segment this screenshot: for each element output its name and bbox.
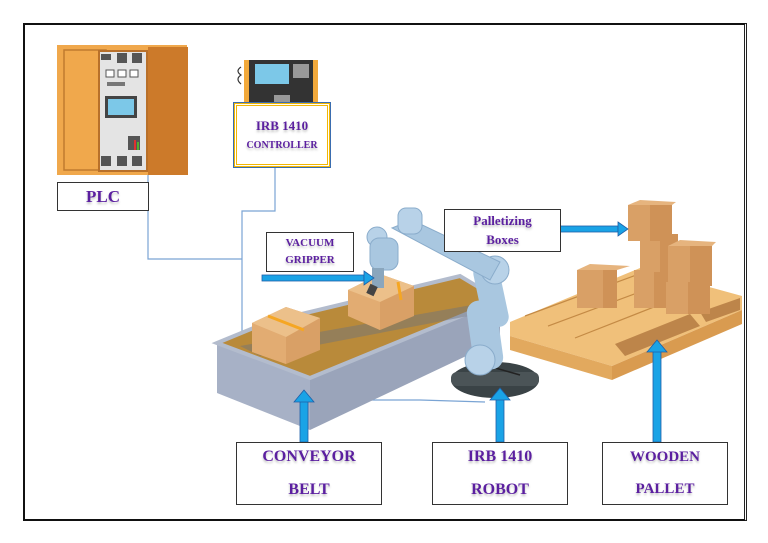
conveyor-belt-label: CONVEYOR BELT: [236, 442, 382, 505]
pointer-arrows: [261, 221, 668, 443]
palletizing-boxes-label: Palletizing Boxes: [444, 209, 561, 252]
conveyor-box-icon: [252, 307, 320, 364]
arrow-robot: [489, 387, 511, 443]
controller-label-line-1: IRB 1410: [255, 117, 309, 133]
conveyor-belt-label-line-2: BELT: [288, 480, 330, 498]
plc-cabinet-icon: [57, 45, 188, 175]
wooden-pallet-label: WOODEN PALLET: [602, 442, 728, 505]
robot-label: IRB 1410 ROBOT: [432, 442, 568, 505]
plc-label: PLC: [57, 182, 149, 211]
controller-device-icon: [237, 60, 318, 102]
arrow-wooden-pallet: [646, 339, 668, 443]
wooden-pallet-label-line-2: PALLET: [635, 480, 695, 497]
controller-label: IRB 1410 CONTROLLER: [233, 102, 331, 168]
arrow-vacuum-gripper: [261, 270, 375, 286]
robot-label-line-2: ROBOT: [471, 480, 529, 498]
controller-label-line-2: CONTROLLER: [246, 139, 318, 151]
wooden-pallet-label-line-1: WOODEN: [629, 449, 700, 466]
vacuum-gripper-label-line-2: GRIPPER: [285, 254, 335, 266]
robot-label-line-1: IRB 1410: [467, 448, 533, 466]
arrow-palletizing-boxes: [559, 221, 629, 237]
palletizing-boxes-label-line-1: Palletizing: [473, 212, 532, 228]
vacuum-gripper-label: VACUUM GRIPPER: [266, 232, 354, 272]
stacked-boxes-icon: [577, 200, 716, 314]
diagram-frame: [23, 23, 747, 521]
palletizing-boxes-label-line-2: Boxes: [486, 231, 519, 247]
conveyor-belt-label-line-1: CONVEYOR: [262, 448, 356, 466]
plc-label-line-1: PLC: [86, 186, 120, 206]
vacuum-gripper-label-line-1: VACUUM: [285, 237, 335, 250]
